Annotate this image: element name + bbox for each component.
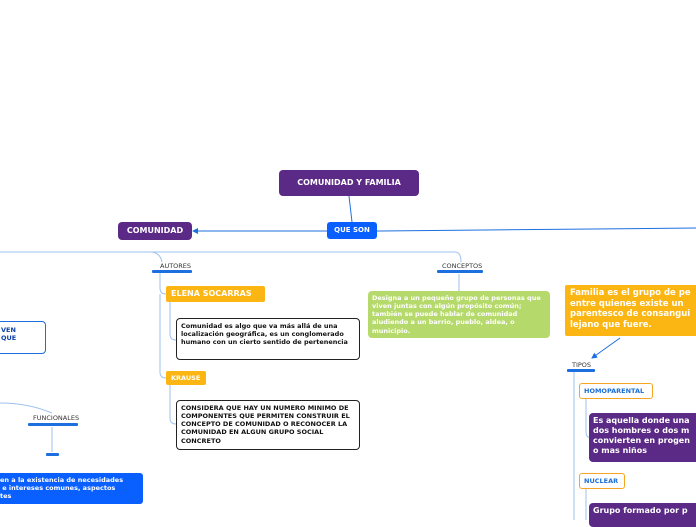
left-partial-node-1[interactable]: VEN QUE [0,321,46,354]
link-autores-krause [159,294,167,379]
link-to-autores [149,251,163,263]
familia-text-node[interactable]: Familia es el grupo de pe entre quienes … [565,285,696,336]
comunidad-node[interactable]: COMUNIDAD [118,222,192,240]
krause-node[interactable]: KRAUSE [166,371,206,385]
nuclear-node[interactable]: NUCLEAR [579,473,625,489]
tipos-underline [567,369,595,372]
homoparental-node[interactable]: HOMOPARENTAL [579,383,653,399]
left-partial-node-2[interactable]: en a la existencia de necesidades e inte… [0,473,143,504]
concepto-text-node[interactable]: Designa a un pequeño grupo de personas q… [368,291,550,338]
small-underline [46,453,59,456]
root-node[interactable]: COMUNIDAD Y FAMILIA [279,170,419,196]
homoparental-text-node[interactable]: Es aquella donde una dos hombres o dos m… [589,413,696,462]
link-root-queson [348,195,353,223]
conceptos-label[interactable]: CONCEPTOS [442,262,483,270]
elena-text-node[interactable]: Comunidad es algo que va más allá de una… [176,318,360,360]
autores-label[interactable]: AUTORES [160,262,192,270]
funcionales-underline [28,423,78,426]
link-left-curve [0,402,53,414]
elena-node[interactable]: ELENA SOCARRAS [166,286,265,302]
funcionales-label[interactable]: FUNCIONALES [33,414,80,422]
link-krause-text [169,385,177,425]
link-autores-elena [159,272,167,295]
link-to-conceptos [454,251,462,263]
krause-text-node[interactable]: CONSIDERA QUE HAY UN NUMERO MINIMO DE CO… [176,400,360,450]
link-queson-right [376,227,696,232]
link-familia-tipos [591,337,621,359]
autores-underline [152,270,192,273]
tipos-label[interactable]: TIPOS [572,361,592,369]
que-son-node[interactable]: QUE SON [327,222,377,239]
link-elena-text [169,302,177,341]
nuclear-text-node[interactable]: Grupo formado por p [589,503,696,527]
conceptos-underline [437,270,483,273]
